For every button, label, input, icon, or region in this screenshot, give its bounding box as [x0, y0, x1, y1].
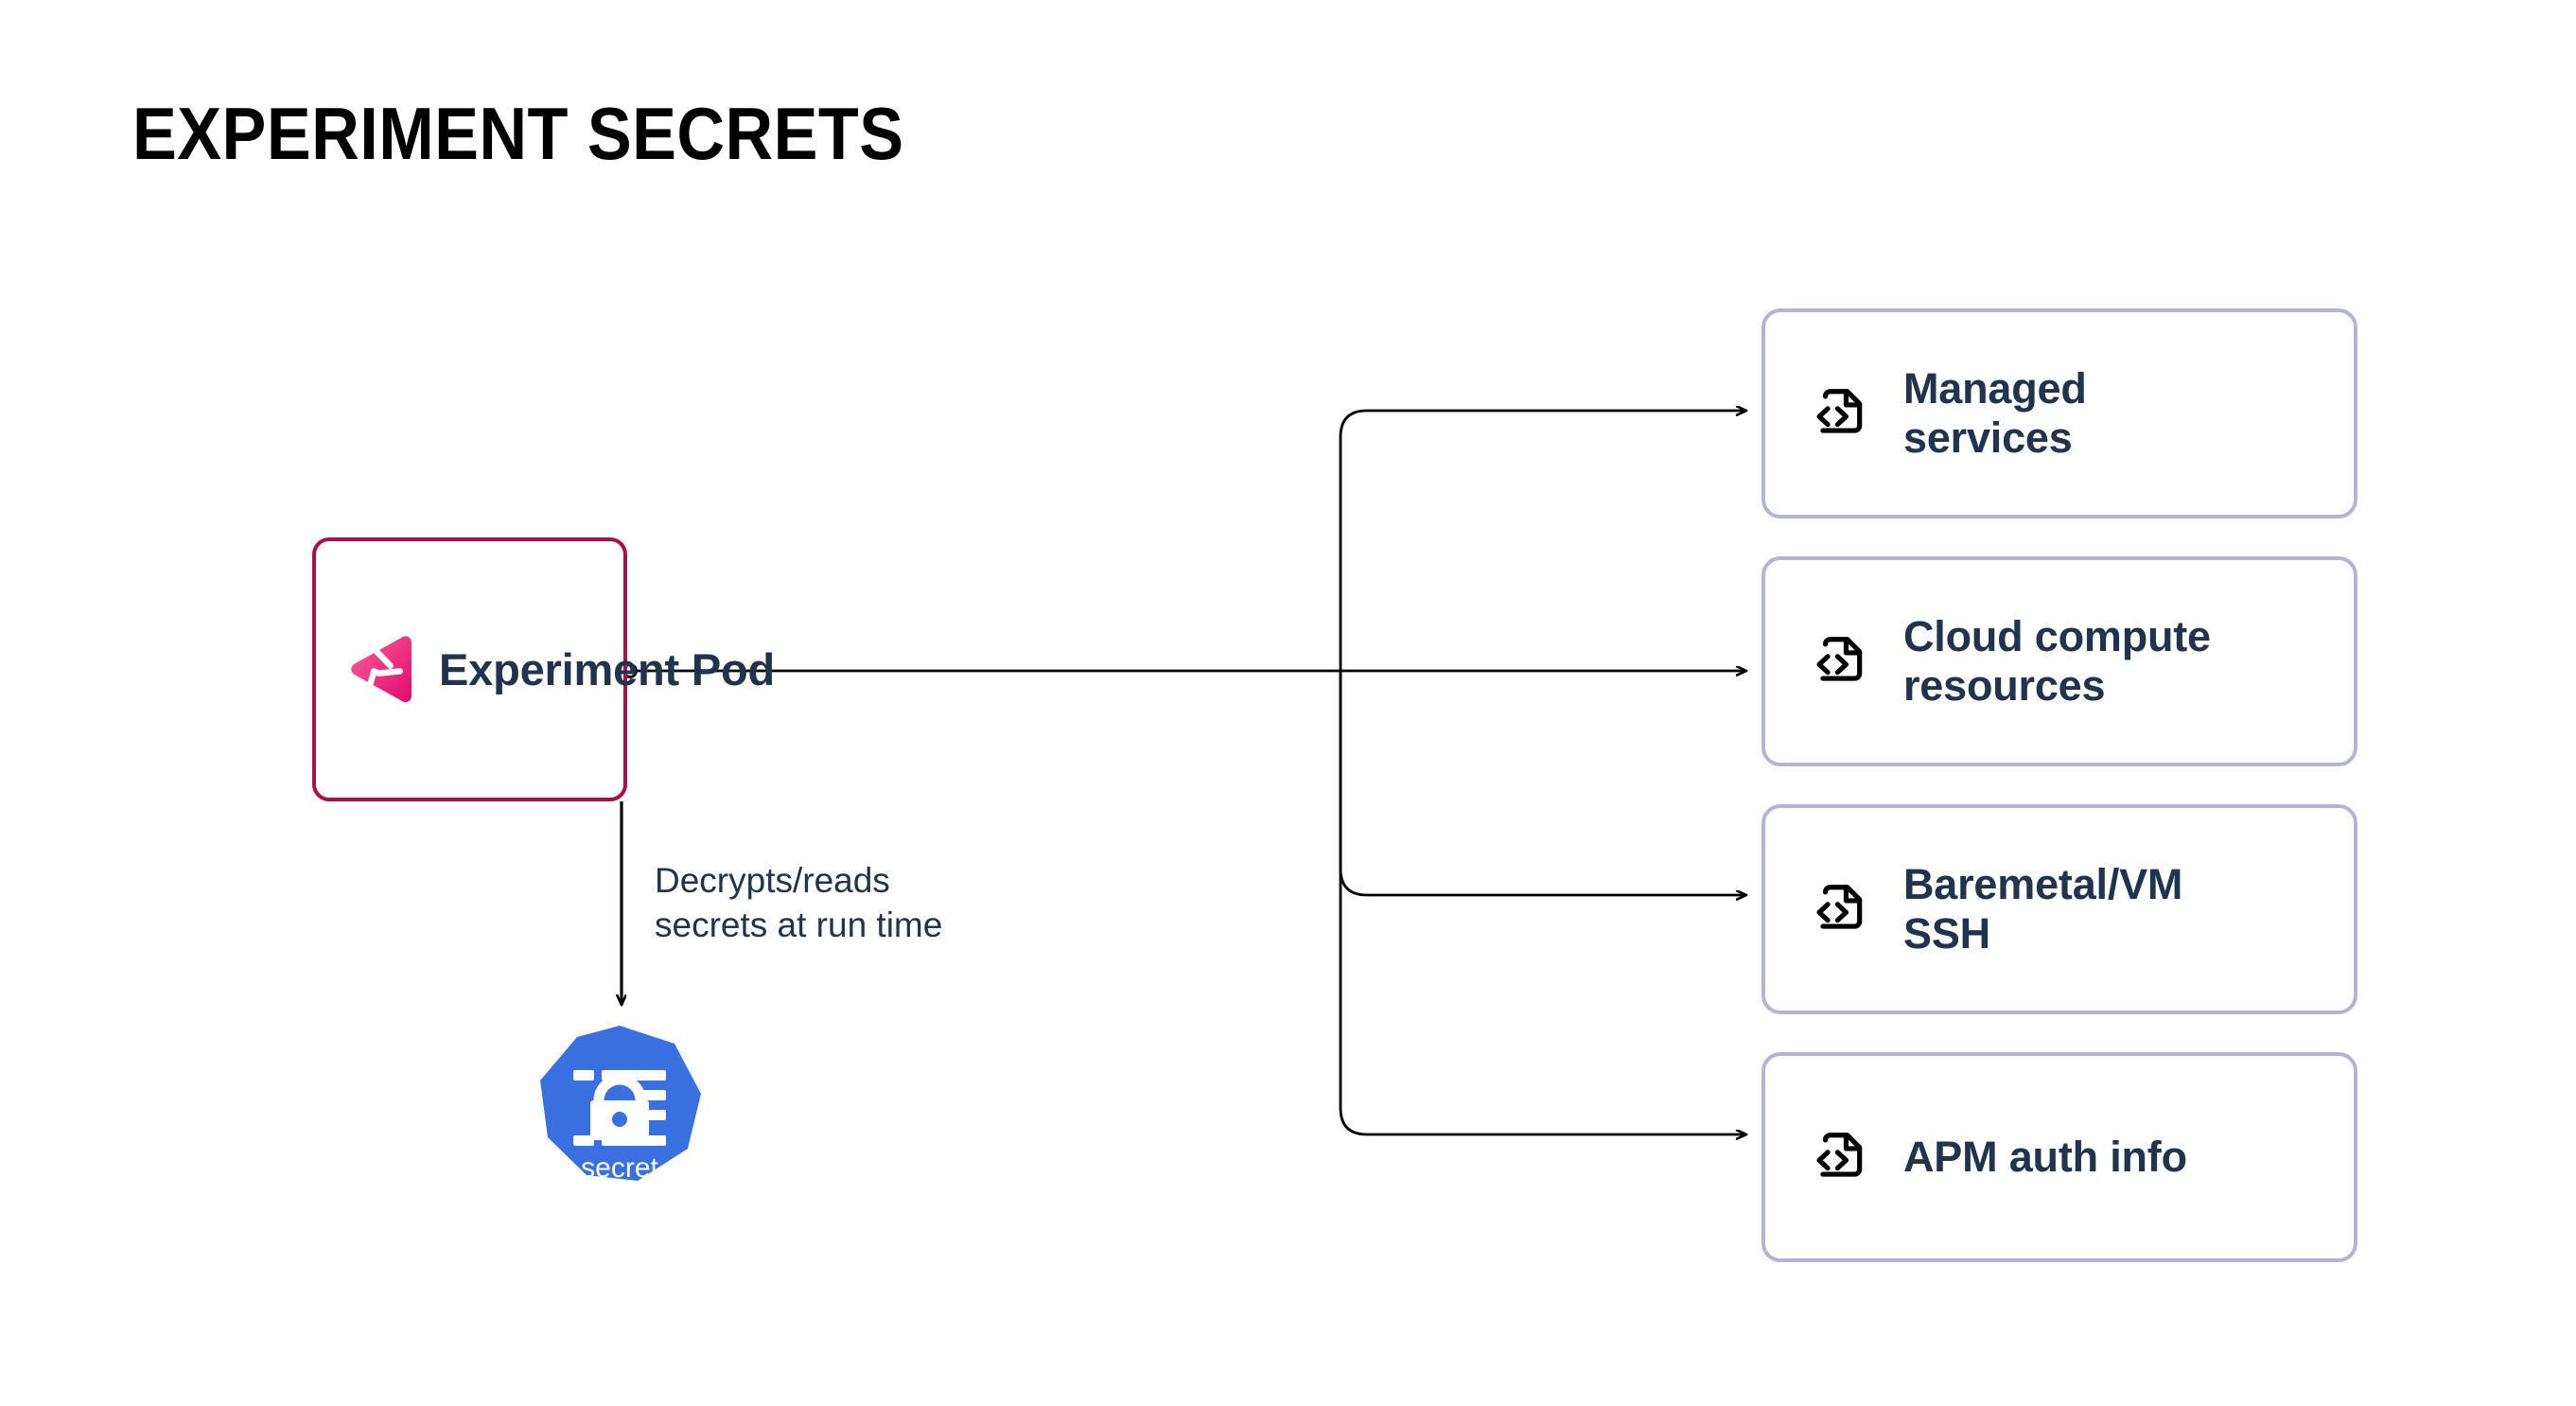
node-experiment-pod[interactable]: Experiment Pod [312, 537, 775, 801]
card-apm-auth-info-label: APM auth info [1903, 1132, 2187, 1181]
code-file-icon [1816, 637, 1863, 681]
kubernetes-secret-icon: secret [540, 1026, 701, 1184]
edge-label-decrypts-reads-secrets: Decrypts/reads secrets at run time [655, 861, 943, 944]
node-kubernetes-secret[interactable]: secret [532, 1022, 708, 1207]
card-baremetal-vm-ssh-label: Baremetal/VM SSH [1903, 859, 2183, 958]
code-file-icon [1816, 1133, 1863, 1177]
code-file-icon [1816, 885, 1863, 929]
card-cloud-compute-resources-label: Cloud compute resources [1903, 611, 2211, 710]
card-managed-services-label: Managed services [1903, 363, 2087, 462]
edge-to-apm-auth-info [1339, 671, 1746, 1134]
card-baremetal-vm-ssh[interactable]: Baremetal/VM SSH [1761, 804, 2357, 1014]
gremlin-logo-icon [351, 635, 412, 702]
card-managed-services[interactable]: Managed services [1761, 308, 2357, 518]
node-kubernetes-secret-label: secret [581, 1152, 658, 1184]
edge-to-managed-services [1339, 411, 1746, 671]
card-cloud-compute-resources[interactable]: Cloud compute resources [1761, 556, 2357, 766]
edge-to-baremetal-vm-ssh [1339, 671, 1746, 895]
code-file-icon [1816, 389, 1863, 433]
card-apm-auth-info[interactable]: APM auth info [1761, 1052, 2357, 1262]
page-title: EXPERIMENT SECRETS [132, 92, 904, 175]
node-experiment-pod-label: Experiment Pod [439, 644, 776, 694]
